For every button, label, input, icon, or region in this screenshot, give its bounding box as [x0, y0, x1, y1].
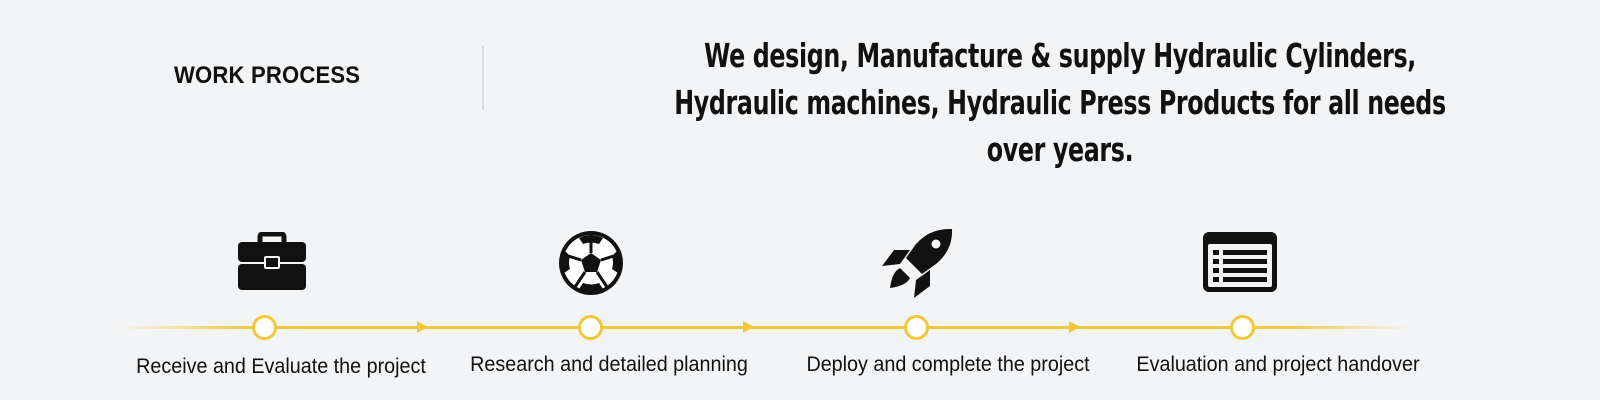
header-divider	[482, 46, 484, 110]
step-label-deploy: Deploy and complete the project	[806, 353, 1090, 376]
timeline-line	[120, 326, 1410, 329]
rocket-icon	[882, 228, 954, 298]
section-title: WORK PROCESS	[174, 62, 361, 89]
list-window-icon	[1203, 232, 1277, 292]
timeline-arrow-3	[1069, 321, 1080, 333]
soccer-ball-icon	[557, 229, 625, 297]
timeline-arrow-2	[743, 321, 754, 333]
timeline-node-2	[578, 315, 603, 340]
timeline-arrow-1	[417, 321, 428, 333]
timeline-node-3	[904, 315, 929, 340]
step-label-evaluation: Evaluation and project handover	[1136, 353, 1420, 376]
timeline-node-4	[1230, 315, 1255, 340]
step-label-receive: Receive and Evaluate the project	[136, 355, 426, 378]
briefcase-icon	[238, 231, 306, 290]
tagline: We design, Manufacture & supply Hydrauli…	[674, 36, 1446, 169]
step-label-research: Research and detailed planning	[470, 353, 748, 376]
timeline-node-1	[252, 315, 277, 340]
